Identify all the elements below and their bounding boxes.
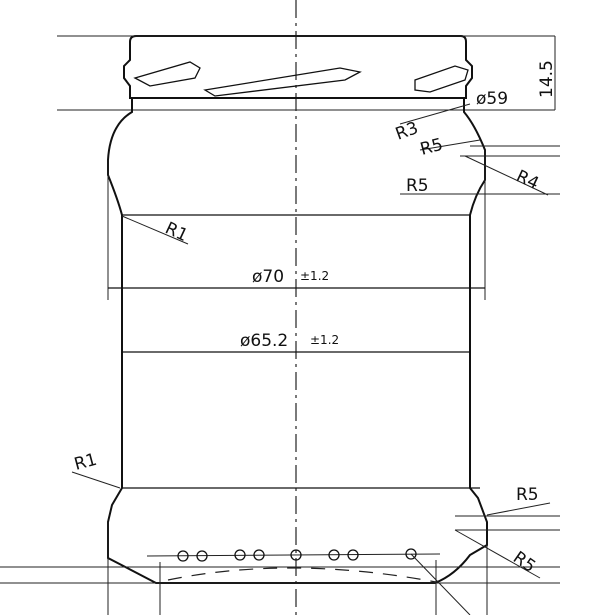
r5-base-upper-label: R5 <box>516 485 539 505</box>
r3-label: R3 <box>393 118 421 145</box>
r5-base-lower-label: R5 <box>509 548 539 577</box>
leader-line <box>71 471 121 489</box>
r5-shoulder-label: R5 <box>406 176 429 196</box>
diameter-65-tolerance: ±1.2 <box>310 333 339 347</box>
base-knurl-dots <box>146 548 471 615</box>
leader-line <box>486 502 551 516</box>
neck-diameter-label: ø59 <box>476 89 508 109</box>
jar-body-outline <box>107 98 488 584</box>
cap-height-label: 14.5 <box>537 60 557 98</box>
leader-line <box>464 155 549 196</box>
leader-line <box>419 139 481 151</box>
r1-upper-label: R1 <box>162 218 191 246</box>
diameter-70-tolerance: ±1.2 <box>300 269 329 283</box>
leader-line <box>121 215 189 245</box>
jar-cap <box>123 35 473 99</box>
diameter-70-label: ø70 <box>252 267 284 287</box>
leader-line <box>399 103 471 125</box>
leader-line <box>454 529 541 579</box>
r1-lower-label: R1 <box>72 450 99 475</box>
diameter-65-label: ø65.2 <box>240 331 288 351</box>
r5-neck-label: R5 <box>418 135 445 160</box>
